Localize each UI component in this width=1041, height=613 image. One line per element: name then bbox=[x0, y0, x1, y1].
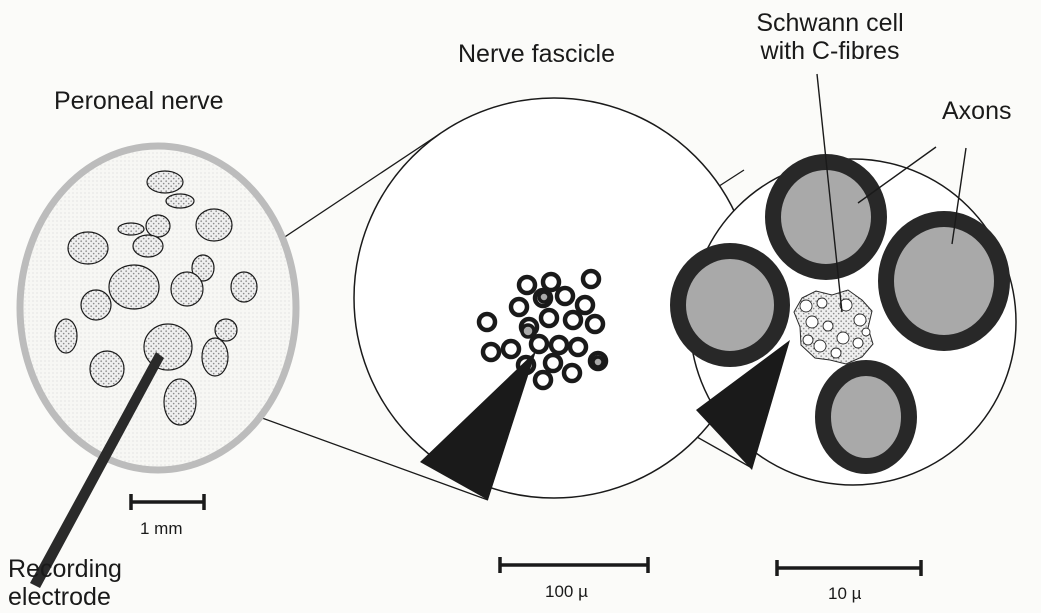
scale-bar-10u bbox=[777, 560, 921, 576]
c-fibre bbox=[800, 300, 812, 312]
recording-electrode-label: Recording electrode bbox=[8, 556, 122, 611]
fibre-ring bbox=[564, 365, 580, 381]
scale-label-1mm: 1 mm bbox=[140, 520, 183, 539]
axons-label: Axons bbox=[942, 98, 1011, 126]
fibre-ring bbox=[511, 299, 527, 315]
fascicle bbox=[109, 265, 159, 309]
c-fibre bbox=[806, 316, 818, 328]
c-fibre bbox=[823, 321, 833, 331]
fibre-ring bbox=[551, 337, 567, 353]
gray-fibre bbox=[539, 292, 549, 302]
fibre-ring bbox=[503, 341, 519, 357]
fascicle bbox=[81, 290, 111, 320]
fibre-ring bbox=[565, 312, 581, 328]
fibre-ring bbox=[541, 310, 557, 326]
gray-fibre bbox=[593, 357, 603, 367]
schwann-cell-label-line2: with C-fibres bbox=[720, 38, 940, 66]
fibre-ring bbox=[577, 297, 593, 313]
fascicle bbox=[202, 338, 228, 376]
fascicle bbox=[55, 319, 77, 353]
scale-bar-1mm bbox=[131, 494, 204, 510]
nerve-sheath bbox=[20, 146, 296, 470]
c-fibre bbox=[817, 298, 827, 308]
scale-bar-100u bbox=[500, 557, 648, 573]
axon bbox=[773, 162, 879, 272]
fascicle bbox=[166, 194, 194, 208]
schwann-cell-label: Schwann cell with C-fibres bbox=[720, 10, 940, 65]
c-fibre bbox=[837, 332, 849, 344]
fibre-ring bbox=[587, 316, 603, 332]
c-fibre bbox=[862, 328, 870, 336]
scale-label-10u: 10 µ bbox=[828, 585, 861, 604]
c-fibre bbox=[853, 338, 863, 348]
fascicle bbox=[90, 351, 124, 387]
c-fibre bbox=[831, 348, 841, 358]
c-fibre bbox=[854, 314, 866, 326]
nerve-fascicle-label: Nerve fascicle bbox=[458, 41, 615, 69]
fascicle bbox=[171, 272, 203, 306]
fibre-ring bbox=[535, 372, 551, 388]
scale-bars bbox=[131, 494, 921, 576]
peroneal-nerve-label: Peroneal nerve bbox=[54, 88, 224, 116]
fascicle bbox=[196, 209, 232, 241]
c-fibre bbox=[814, 340, 826, 352]
recording-electrode-label-line1: Recording bbox=[8, 556, 122, 584]
fascicle bbox=[68, 232, 108, 264]
gray-fibre bbox=[522, 325, 534, 337]
axon bbox=[678, 251, 782, 359]
fascicle bbox=[133, 235, 163, 257]
fascicle bbox=[118, 223, 144, 235]
scale-label-100u: 100 µ bbox=[545, 583, 588, 602]
fascicle bbox=[164, 379, 196, 425]
fascicle bbox=[146, 215, 170, 237]
fascicle bbox=[147, 171, 183, 193]
axon bbox=[823, 368, 909, 466]
c-fibre bbox=[803, 335, 813, 345]
fibre-ring bbox=[531, 336, 547, 352]
fibre-ring bbox=[583, 271, 599, 287]
fibre-ring bbox=[557, 288, 573, 304]
fibre-ring bbox=[519, 277, 535, 293]
fibre-ring bbox=[479, 314, 495, 330]
fibre-ring bbox=[570, 339, 586, 355]
fascicle bbox=[215, 319, 237, 341]
fibre-ring bbox=[543, 274, 559, 290]
axon bbox=[886, 219, 1002, 343]
fibre-ring bbox=[483, 344, 499, 360]
schwann-cell-label-line1: Schwann cell bbox=[720, 10, 940, 38]
fascicle bbox=[231, 272, 257, 302]
recording-electrode-label-line2: electrode bbox=[8, 584, 122, 612]
fibre-ring bbox=[545, 355, 561, 371]
